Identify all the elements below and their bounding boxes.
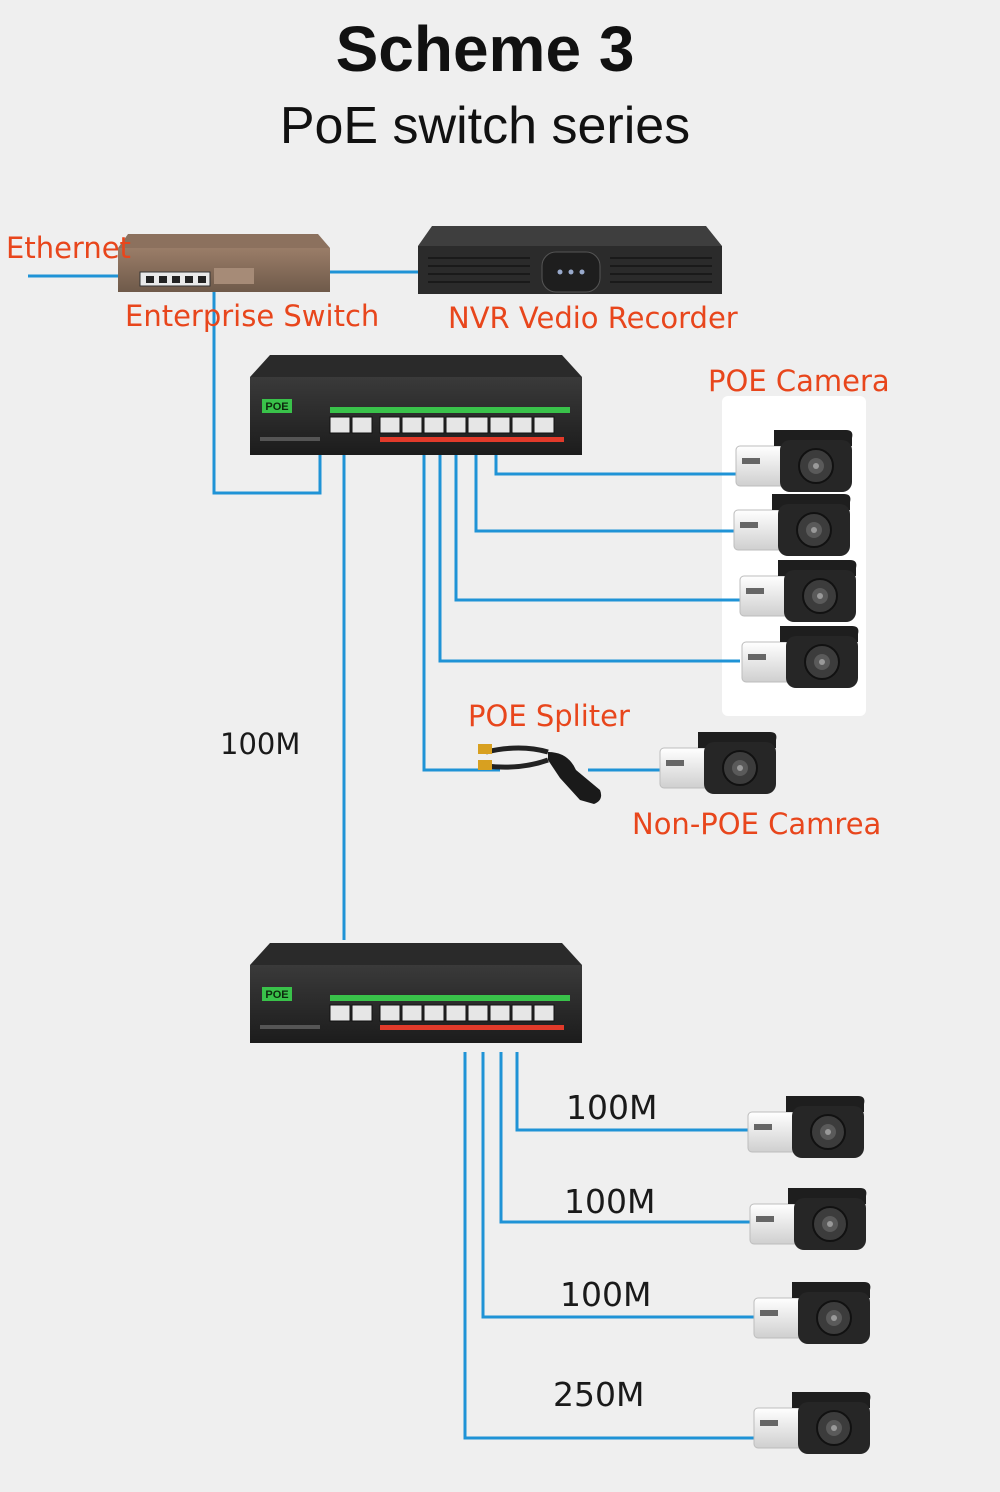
cam-wire-2 (499, 1052, 750, 1224)
cam-wire-1 (515, 1052, 748, 1132)
poe-cam-wire-3 (454, 455, 740, 602)
poe-camera-icon-4 (741, 625, 860, 689)
cam-wire-3 (481, 1052, 754, 1319)
nvr-label: NVR Vedio Recorder (448, 301, 738, 335)
page-title: Scheme 3 (335, 13, 635, 85)
enterprise-switch-icon (118, 234, 330, 292)
poe-cam-wire-1 (494, 455, 738, 476)
non-poe-camera-icon (659, 731, 778, 795)
poe-cam-wire-4 (438, 455, 740, 663)
page-subtitle: PoE switch series (279, 97, 691, 155)
switch-uplink-wire (212, 290, 322, 495)
camera-icon-1 (747, 1095, 866, 1159)
poe-switch-icon-bottom (249, 942, 583, 1044)
camera-icon-2 (749, 1187, 868, 1251)
poe-splitter-icon (478, 744, 602, 804)
poe-camera-icon-3 (739, 559, 858, 623)
uplink-distance-label: 100M (220, 727, 301, 761)
poe-camera-label: POE Camera (708, 364, 890, 398)
cam-wire-4 (463, 1052, 754, 1440)
poe-cam-wire-2 (474, 455, 738, 533)
cam-distance-label-3: 100M (560, 1275, 652, 1314)
cam-distance-label-2: 100M (564, 1182, 656, 1221)
poe-camera-icon-2 (733, 493, 852, 557)
camera-icon-3 (753, 1281, 872, 1345)
nvr-icon (418, 226, 722, 294)
wires (28, 270, 754, 1440)
cam-distance-label-1: 100M (566, 1088, 658, 1127)
enterprise-switch-label: Enterprise Switch (125, 299, 380, 333)
ethernet-label: Ethernet (6, 231, 131, 265)
camera-icon-4 (753, 1391, 872, 1455)
splitter-wire-in (422, 455, 500, 772)
poe-switch-icon-top (249, 354, 583, 456)
non-poe-camera-label: Non-POE Camrea (632, 807, 882, 841)
poe-camera-icon-1 (735, 429, 854, 493)
poe-splitter-label: POE Spliter (468, 699, 630, 733)
cam-distance-label-4: 250M (553, 1375, 645, 1414)
